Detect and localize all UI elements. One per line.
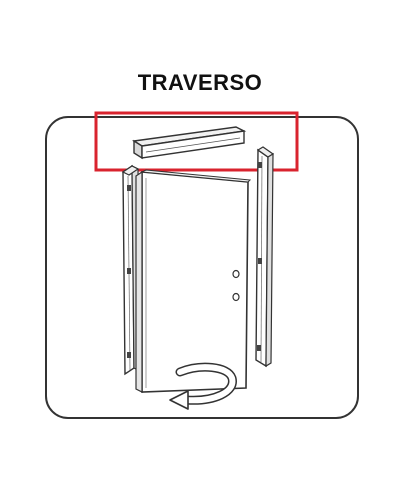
door-panel <box>135 169 252 393</box>
rotate-arrow-icon <box>169 362 237 410</box>
right-jamb <box>255 146 275 368</box>
traverso-beam <box>131 126 247 160</box>
part-label: TRAVERSO <box>137 70 263 95</box>
lock-upper <box>232 269 240 279</box>
lock-lower <box>232 292 240 302</box>
highlight-box <box>94 111 299 172</box>
left-jamb <box>121 164 141 376</box>
